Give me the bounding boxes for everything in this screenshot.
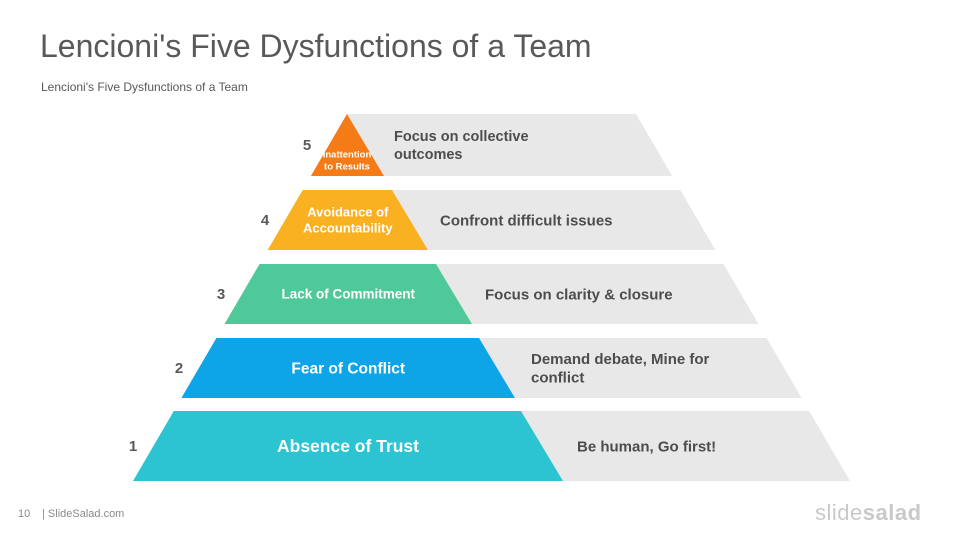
pyramid-level-4: 4 Avoidance of Accountability Confront diff… [261,190,716,250]
dysfunction-segment [267,190,428,250]
pyramid-level-2: 2 Fear of Conflict Demand debate, Mine for… [175,338,802,398]
dysfunction-segment [310,114,384,176]
level-number: 4 [261,212,270,229]
level-number: 3 [217,286,225,303]
dysfunction-label: Fear of Conflict [291,360,405,377]
action-band [521,411,850,481]
level-number: 1 [129,438,137,455]
dysfunction-label: Inattention [323,149,372,160]
dysfunction-segment [181,338,515,398]
dysfunction-label: Lack of Commitment [282,287,416,302]
action-band [392,190,716,250]
action-label: Focus on collective [394,129,529,145]
slidesalad-logo: slidesalad [815,500,922,526]
slide-subtitle: Lencioni's Five Dysfunctions of a Team [41,80,248,94]
slide-title: Lencioni's Five Dysfunctions of a Team [40,28,592,64]
page-number: 10 [18,508,31,520]
action-band [479,338,802,398]
level-number: 2 [175,360,183,377]
dysfunction-label: Avoidance of [307,204,389,219]
action-band [436,264,759,324]
pyramid-level-3: 3 Lack of Commitment Focus on clarity & cl… [217,264,759,324]
level-number: 5 [303,137,311,154]
dysfunction-label: to Results [324,161,370,172]
dysfunction-label: Accountability [303,221,393,236]
footer-brand: | SlideSalad.com [42,508,125,520]
logo-part-slide: slide [815,500,863,525]
dysfunction-label: Absence of Trust [277,436,419,456]
action-label: outcomes [394,147,463,163]
action-label: conflict [531,370,584,387]
action-band [347,114,673,176]
dysfunction-segment [133,411,563,481]
dysfunction-segment [224,264,472,324]
action-label: Confront difficult issues [440,212,613,229]
action-label: Focus on clarity & closure [485,286,673,303]
logo-part-salad: salad [862,500,922,525]
action-label: Demand debate, Mine for [531,351,710,368]
action-label: Be human, Go first! [577,438,716,455]
pyramid-level-1: 1 Absence of Trust Be human, Go first! [129,411,850,481]
